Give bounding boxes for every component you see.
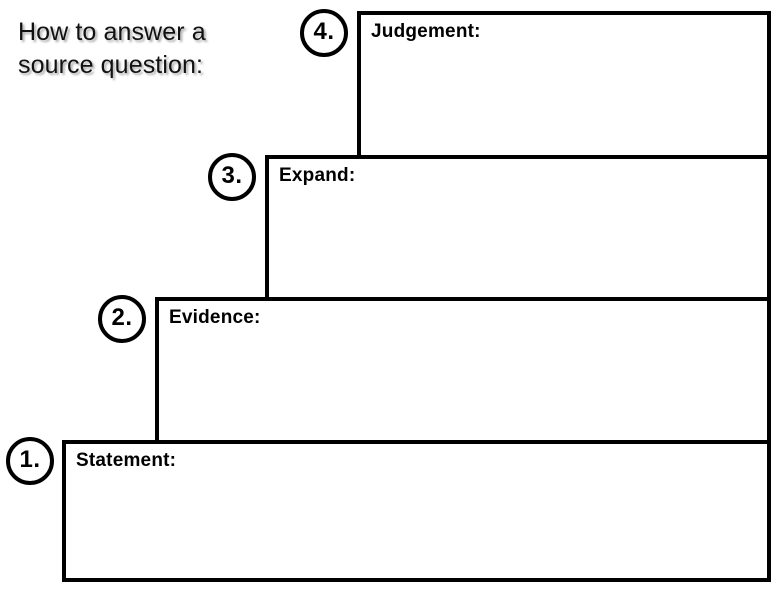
step-answer-area-expand[interactable]	[279, 193, 759, 293]
step-box-expand[interactable]: Expand:	[265, 155, 771, 301]
step-box-statement[interactable]: Statement:	[62, 440, 771, 582]
step-box-judgement[interactable]: Judgement:	[357, 11, 771, 159]
step-label-statement: Statement:	[76, 450, 177, 471]
step-label-expand: Expand:	[279, 165, 356, 186]
page-title: How to answer a source question:	[18, 18, 206, 79]
step-answer-area-judgement[interactable]	[371, 49, 759, 151]
step-label-judgement: Judgement:	[371, 21, 481, 42]
step-answer-area-evidence[interactable]	[169, 335, 759, 436]
step-number-3: 3.	[208, 153, 256, 201]
step-number-4: 4.	[300, 9, 348, 57]
step-number-1-text: 1.	[19, 446, 41, 473]
step-answer-area-statement[interactable]	[76, 478, 759, 574]
step-box-evidence[interactable]: Evidence:	[155, 297, 771, 444]
step-number-2-text: 2.	[111, 304, 133, 331]
step-number-3-text: 3.	[221, 162, 243, 189]
step-label-evidence: Evidence:	[169, 307, 261, 328]
step-number-2: 2.	[98, 295, 146, 343]
step-number-4-text: 4.	[313, 18, 335, 45]
step-number-1: 1.	[6, 437, 54, 485]
